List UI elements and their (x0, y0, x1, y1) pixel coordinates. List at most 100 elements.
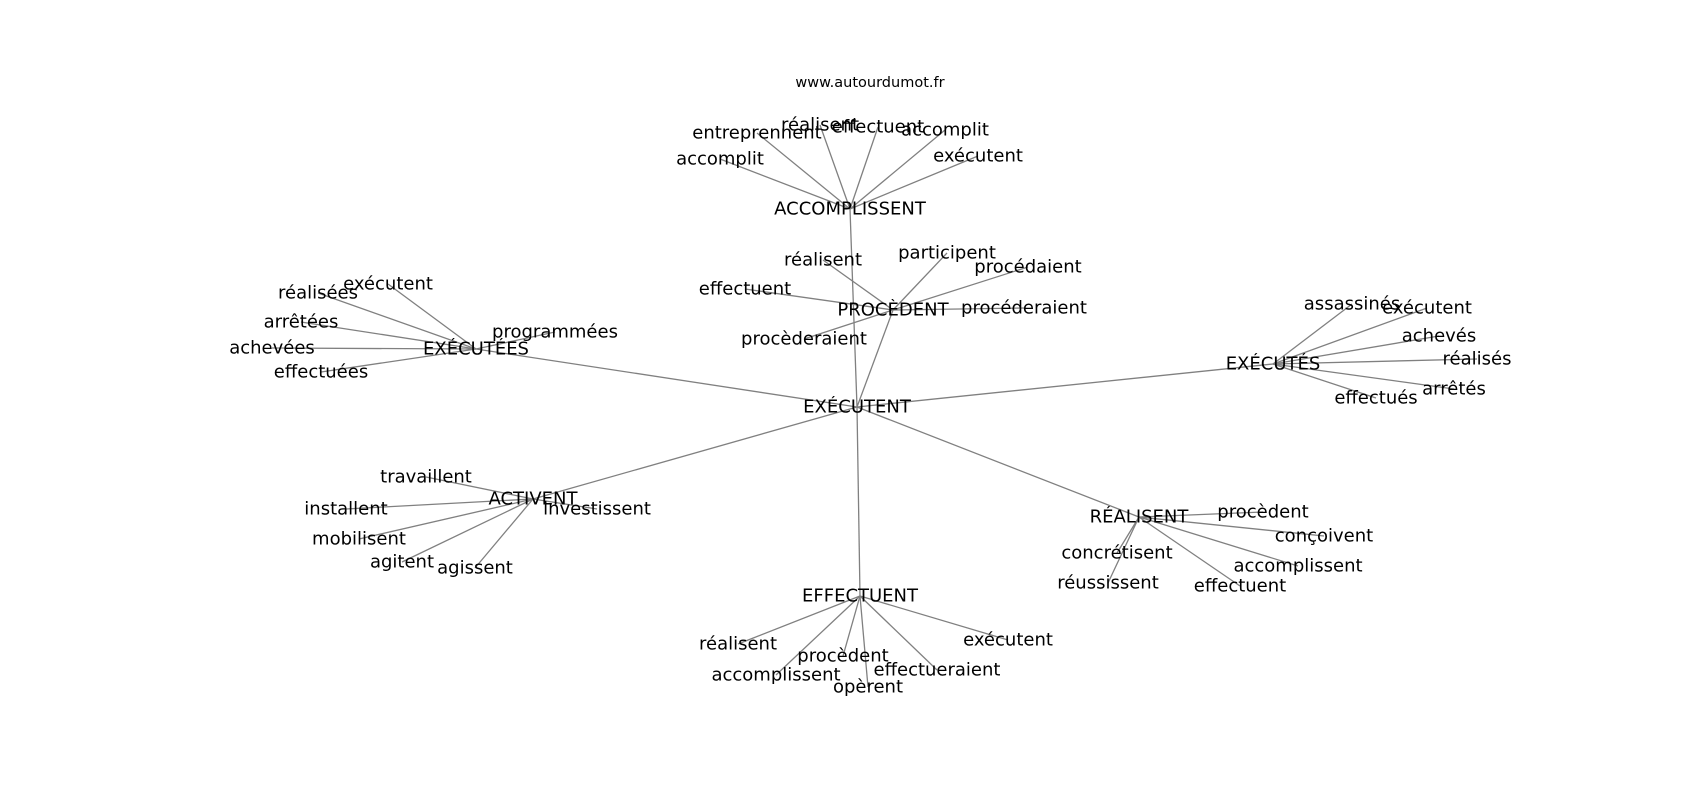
edge-activent-mobilisent (358, 498, 534, 540)
leaf-node-realises: réalisés (1443, 349, 1512, 370)
leaf-node-effectues: effectués (1334, 388, 1417, 409)
edge-effectuent-executent (859, 595, 1009, 641)
edge-realisent-procedent (1138, 511, 1264, 518)
leaf-node-assassines: assassinés (1304, 294, 1400, 315)
edge-procedent-participent (892, 252, 948, 311)
edge-executees-realisees (317, 292, 477, 350)
leaf-node-accomplissent: accomplissent (1233, 556, 1362, 577)
edge-realisent-concoivent (1138, 516, 1325, 537)
leaf-node-realisent: réalisent (784, 250, 862, 271)
leaf-node-participent: participent (898, 243, 996, 264)
edge-center-executees (475, 348, 858, 408)
edge-activent-agitent (401, 498, 534, 563)
leaf-node-effectuent: effectuent (832, 117, 924, 138)
leaf-node-concretisent: concrétisent (1061, 543, 1172, 564)
edge-executes-arretes (1272, 363, 1455, 390)
edge-executes-assassines (1272, 303, 1353, 365)
leaf-node-effectuees: effectuées (274, 362, 368, 383)
leaf-node-executent: exécutent (933, 146, 1023, 167)
edge-procedent-effectuent (744, 288, 894, 311)
leaf-node-effectuent: effectuent (699, 279, 791, 300)
leaf-node-achevees: achevées (229, 338, 315, 359)
leaf-node-procedent: procèdent (797, 646, 888, 667)
edge-accomplissent-executent (849, 155, 979, 210)
leaf-node-operent: opèrent (833, 677, 903, 698)
hub-node-realisent: RÉALISENT (1090, 506, 1190, 528)
edge-realisent-effectuent (1138, 516, 1241, 587)
edge-accomplissent-effectuent (849, 126, 879, 210)
leaf-node-effectueraient: effectueraient (874, 660, 1001, 681)
hub-node-executees: EXÉCUTÉES (423, 338, 529, 360)
edge-procedent-procederaient (803, 309, 894, 340)
edge-procedent-procederaient (892, 307, 1025, 311)
edge-center-effectuent (856, 406, 861, 597)
leaf-node-concoivent: conçoivent (1275, 526, 1373, 547)
edge-accomplissent-accomplit (849, 129, 946, 210)
edge-realisent-reussissent (1107, 516, 1140, 584)
edge-procedent-procedaient (892, 266, 1029, 311)
leaf-node-procedaient: procédaient (974, 257, 1081, 278)
edge-executes-acheves (1272, 335, 1440, 365)
leaf-node-realisees: réalisées (278, 283, 358, 304)
leaf-node-arretees: arrêtées (264, 312, 339, 333)
edge-effectuent-operent (859, 595, 869, 688)
leaf-node-mobilisent: mobilisent (312, 529, 406, 550)
edge-effectuent-effectueraient (859, 595, 938, 671)
center-node-label: EXÉCUTENT (803, 396, 912, 418)
edge-realisent-concretisent (1116, 516, 1140, 554)
leaf-node-realisent: réalisent (781, 115, 859, 136)
leaf-node-effectuent: effectuent (1194, 576, 1286, 597)
edge-activent-travaillent (425, 476, 534, 500)
edge-executes-effectues (1272, 363, 1377, 399)
hub-node-executes: EXÉCUTÉS (1226, 353, 1321, 375)
leaf-node-reussissent: réussissent (1057, 573, 1159, 594)
leaf-node-executent: exécutent (343, 274, 433, 295)
leaf-node-investissent: investissent (543, 499, 651, 520)
edge-executees-programmees (475, 331, 556, 350)
leaf-node-accomplit: accomplit (676, 149, 764, 170)
edge-center-accomplissent (849, 208, 858, 408)
edge-executes-executent (1272, 307, 1428, 365)
edge-executees-arretees (300, 321, 477, 350)
leaf-node-procedent: procèdent (1217, 502, 1308, 523)
leaf-node-accomplissent: accomplissent (711, 665, 840, 686)
edge-activent-agissent (474, 498, 534, 569)
graph-edges (271, 124, 1478, 688)
leaf-node-agitent: agitent (370, 552, 434, 573)
leaf-node-installent: installent (304, 499, 387, 520)
edge-effectuent-procedent (842, 595, 861, 657)
leaf-node-procederaient: procèderaient (741, 329, 867, 350)
edge-accomplissent-entreprennent (756, 132, 851, 210)
leaf-node-travaillent: travaillent (380, 467, 472, 488)
edge-realisent-accomplissent (1138, 516, 1299, 567)
edge-accomplissent-realisent (819, 124, 851, 210)
edge-executees-achevees (271, 347, 477, 350)
source-watermark: www.autourdumot.fr (795, 75, 944, 91)
edge-executees-executent (387, 283, 477, 350)
edge-effectuent-accomplissent (775, 595, 861, 676)
leaf-node-arretes: arrêtés (1422, 379, 1486, 400)
edge-center-realisent (856, 406, 1140, 518)
edge-procedent-realisent (822, 259, 894, 311)
edge-center-procedent (856, 309, 894, 408)
hub-node-activent: ACTIVENT (488, 489, 578, 510)
leaf-node-executent: exécutent (963, 630, 1053, 651)
leaf-node-agissent: agissent (437, 558, 513, 579)
edge-center-executes (856, 363, 1274, 408)
graph-labels: EXÉCUTENTACCOMPLISSENTentreprennentréali… (229, 115, 1511, 698)
leaf-node-procederaient: procéderaient (961, 298, 1087, 319)
edge-effectuent-realisent (737, 595, 861, 645)
leaf-node-entreprennent: entreprennent (692, 123, 821, 144)
leaf-node-realisent: réalisent (699, 634, 777, 655)
hub-node-procedent: PROCÈDENT (837, 299, 949, 321)
hub-node-effectuent: EFFECTUENT (802, 586, 919, 607)
leaf-node-executent: exécutent (1382, 298, 1472, 319)
leaf-node-acheves: achevés (1402, 326, 1477, 347)
leaf-node-accomplit: accomplit (901, 120, 989, 141)
edge-activent-installent (345, 498, 534, 510)
hub-node-accomplissent: ACCOMPLISSENT (774, 199, 927, 220)
edge-executees-effectuees (320, 348, 477, 373)
edge-executes-realises (1272, 358, 1478, 365)
edge-accomplissent-accomplit (719, 158, 851, 210)
